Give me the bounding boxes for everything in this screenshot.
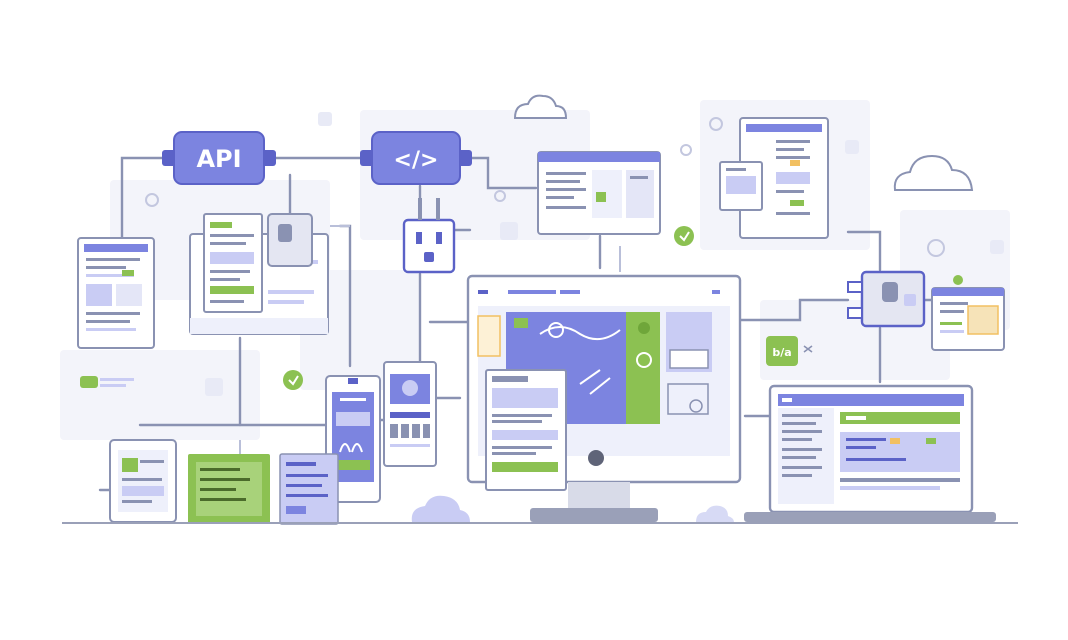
purple-panel [279, 453, 339, 525]
document-stack-right [719, 117, 829, 239]
lock-icon [882, 282, 898, 302]
api-badge: API [162, 131, 276, 185]
code-label: </> [394, 148, 439, 173]
document-overlay [485, 369, 567, 491]
laptop-device [744, 384, 996, 522]
phone-device [325, 375, 381, 503]
check-icon [674, 226, 694, 246]
cloud-icon [893, 154, 974, 191]
green-panel [188, 454, 270, 524]
report-panel [189, 213, 329, 335]
cloud-icon [696, 505, 734, 522]
status-window [931, 287, 1005, 351]
chat-icon [80, 376, 134, 388]
document-card-left [77, 237, 155, 349]
api-label: API [196, 145, 241, 173]
bla-badge: b/a [766, 336, 813, 366]
lock-device [847, 270, 926, 328]
code-badge: </> [360, 131, 472, 185]
check-icon [953, 275, 963, 285]
decor-circles [145, 117, 945, 257]
background-squares [205, 112, 1004, 396]
check-icon [283, 370, 303, 390]
tablet-mini [383, 361, 437, 467]
cloud-icon [513, 94, 568, 119]
cloud-icon [411, 495, 470, 522]
power-plug-icon [402, 198, 456, 274]
browser-window-top [537, 151, 661, 235]
tablet-left [109, 439, 177, 523]
bla-label: b/a [772, 346, 791, 359]
gear-icon [548, 322, 564, 338]
